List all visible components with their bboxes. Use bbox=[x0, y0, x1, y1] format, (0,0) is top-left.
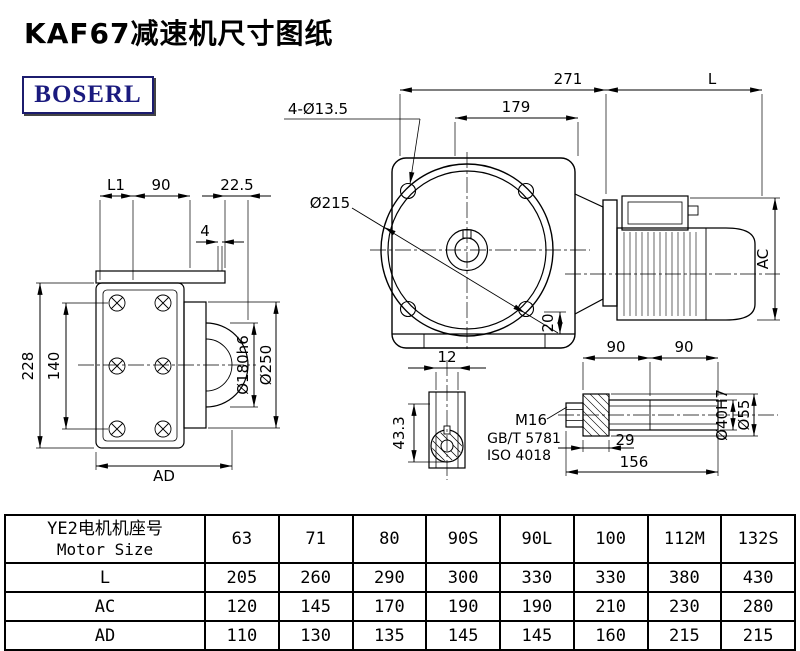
table-header-row: YE2电机机座号 Motor Size 63 71 80 90S 90L 100… bbox=[4, 514, 796, 564]
dim-ac-label: AC bbox=[754, 249, 772, 269]
dim-140-label: 140 bbox=[45, 352, 63, 381]
dia-180-label: Ø180h6 bbox=[234, 335, 252, 395]
dim-90a-label: 90 bbox=[606, 338, 625, 356]
std-iso-label: ISO 4018 bbox=[487, 448, 551, 464]
side-view-top-lip bbox=[95, 270, 226, 284]
row-label: L bbox=[4, 562, 206, 593]
size-col-header: 80 bbox=[351, 514, 428, 564]
engineering-drawing: L1 90 22.5 4 228 140 AD Ø180h6 Ø250 bbox=[19, 70, 780, 485]
row-label: AC bbox=[4, 591, 206, 622]
dim-ad-label: AD bbox=[153, 467, 175, 485]
table-cell: 290 bbox=[351, 562, 428, 593]
dim-motor-length-label: L bbox=[708, 70, 717, 88]
table-cell: 380 bbox=[646, 562, 723, 593]
dim-271-label: 271 bbox=[554, 70, 583, 88]
dim-4-label: 4 bbox=[200, 222, 210, 240]
front-view-centerlines bbox=[370, 152, 590, 352]
dim-l1-label: L1 bbox=[107, 176, 125, 194]
dim-228-label: 228 bbox=[19, 352, 37, 381]
table-row-AC: AC 120 145 170 190 190 210 230 280 bbox=[4, 591, 796, 622]
cable-gland bbox=[687, 205, 699, 216]
table-cell: 230 bbox=[646, 591, 723, 622]
row-label: AD bbox=[4, 620, 206, 651]
dia-250-label: Ø250 bbox=[257, 345, 275, 385]
table-cell: 330 bbox=[499, 562, 575, 593]
table-cell: 300 bbox=[425, 562, 501, 593]
bolt-callout-label: 4-Ø13.5 bbox=[288, 100, 348, 118]
dim-22-5-label: 22.5 bbox=[220, 176, 253, 194]
table-cell: 145 bbox=[277, 591, 354, 622]
size-col-header: 71 bbox=[277, 514, 354, 564]
table-cell: 110 bbox=[204, 620, 280, 651]
table-row-AD: AD 110 130 135 145 145 160 215 215 bbox=[4, 620, 796, 651]
table-cell: 145 bbox=[499, 620, 575, 651]
table-cell: 330 bbox=[572, 562, 649, 593]
table-cell: 430 bbox=[720, 562, 796, 593]
page-title: KAF67减速机尺寸图纸 bbox=[24, 17, 334, 50]
brand-text: BOSERL bbox=[34, 81, 142, 108]
header-cn: YE2电机机座号 bbox=[47, 519, 163, 539]
table-cell: 160 bbox=[572, 620, 649, 651]
dim-43-3-label: 43.3 bbox=[390, 416, 408, 449]
flange-dia-label: Ø215 bbox=[310, 194, 350, 212]
size-col-header: 112M bbox=[646, 514, 723, 564]
thread-label: M16 bbox=[515, 411, 547, 429]
table-cell: 280 bbox=[720, 591, 796, 622]
table-cell: 120 bbox=[204, 591, 280, 622]
washer-hatching bbox=[583, 394, 609, 436]
side-view bbox=[78, 270, 256, 449]
motor-adapter bbox=[574, 193, 604, 315]
table-cell: 215 bbox=[720, 620, 796, 651]
dim-179-label: 179 bbox=[502, 98, 531, 116]
side-view-bolts bbox=[108, 294, 172, 438]
motor-flange bbox=[602, 199, 618, 307]
dia-55-label: Ø55 bbox=[735, 400, 753, 431]
brand-logo: BOSERL bbox=[22, 76, 154, 114]
motor-size-header-cell: YE2电机机座号 Motor Size bbox=[4, 514, 206, 564]
table-cell: 260 bbox=[277, 562, 354, 593]
dim-90b-label: 90 bbox=[674, 338, 693, 356]
table-cell: 190 bbox=[425, 591, 501, 622]
shaft-body bbox=[608, 399, 719, 431]
table-cell: 210 bbox=[572, 591, 649, 622]
table-cell: 145 bbox=[425, 620, 501, 651]
motor-view: AC bbox=[565, 193, 780, 321]
table-cell: 215 bbox=[646, 620, 723, 651]
dim-156-label: 156 bbox=[620, 453, 649, 471]
front-view bbox=[284, 118, 590, 352]
dia-40-label: Ø40H7 bbox=[713, 389, 731, 441]
side-view-dimensions: L1 90 22.5 4 228 140 AD Ø180h6 Ø250 bbox=[19, 176, 280, 485]
size-col-header: 63 bbox=[204, 514, 280, 564]
std-gb-label: GB/T 5781 bbox=[487, 431, 561, 447]
dim-90-label: 90 bbox=[151, 176, 170, 194]
dim-12-label: 12 bbox=[437, 348, 456, 366]
terminal-box bbox=[621, 195, 689, 231]
shaft-detail-view: 90 90 M16 GB/T 5781 ISO 4018 29 156 Ø40H… bbox=[487, 338, 778, 476]
motor-size-table: YE2电机机座号 Motor Size 63 71 80 90S 90L 100… bbox=[4, 514, 796, 651]
header-en: Motor Size bbox=[56, 540, 154, 559]
table-cell: 135 bbox=[351, 620, 428, 651]
dim-20-label: 20 bbox=[539, 313, 557, 332]
table-cell: 205 bbox=[204, 562, 280, 593]
front-view-dimensions: 271 L 179 4-Ø13.5 Ø215 20 bbox=[288, 70, 763, 335]
motor-body bbox=[616, 227, 756, 321]
size-col-header: 90S bbox=[425, 514, 501, 564]
dim-29-label: 29 bbox=[615, 431, 634, 449]
table-cell: 130 bbox=[277, 620, 354, 651]
size-col-header: 132S bbox=[720, 514, 796, 564]
size-col-header: 90L bbox=[499, 514, 575, 564]
size-col-header: 100 bbox=[572, 514, 649, 564]
table-cell: 190 bbox=[499, 591, 575, 622]
table-row-L: L 205 260 290 300 330 330 380 430 bbox=[4, 562, 796, 593]
table-cell: 170 bbox=[351, 591, 428, 622]
shaft-section-view: 12 43.3 bbox=[390, 348, 486, 480]
gearbox-housing bbox=[391, 157, 576, 349]
